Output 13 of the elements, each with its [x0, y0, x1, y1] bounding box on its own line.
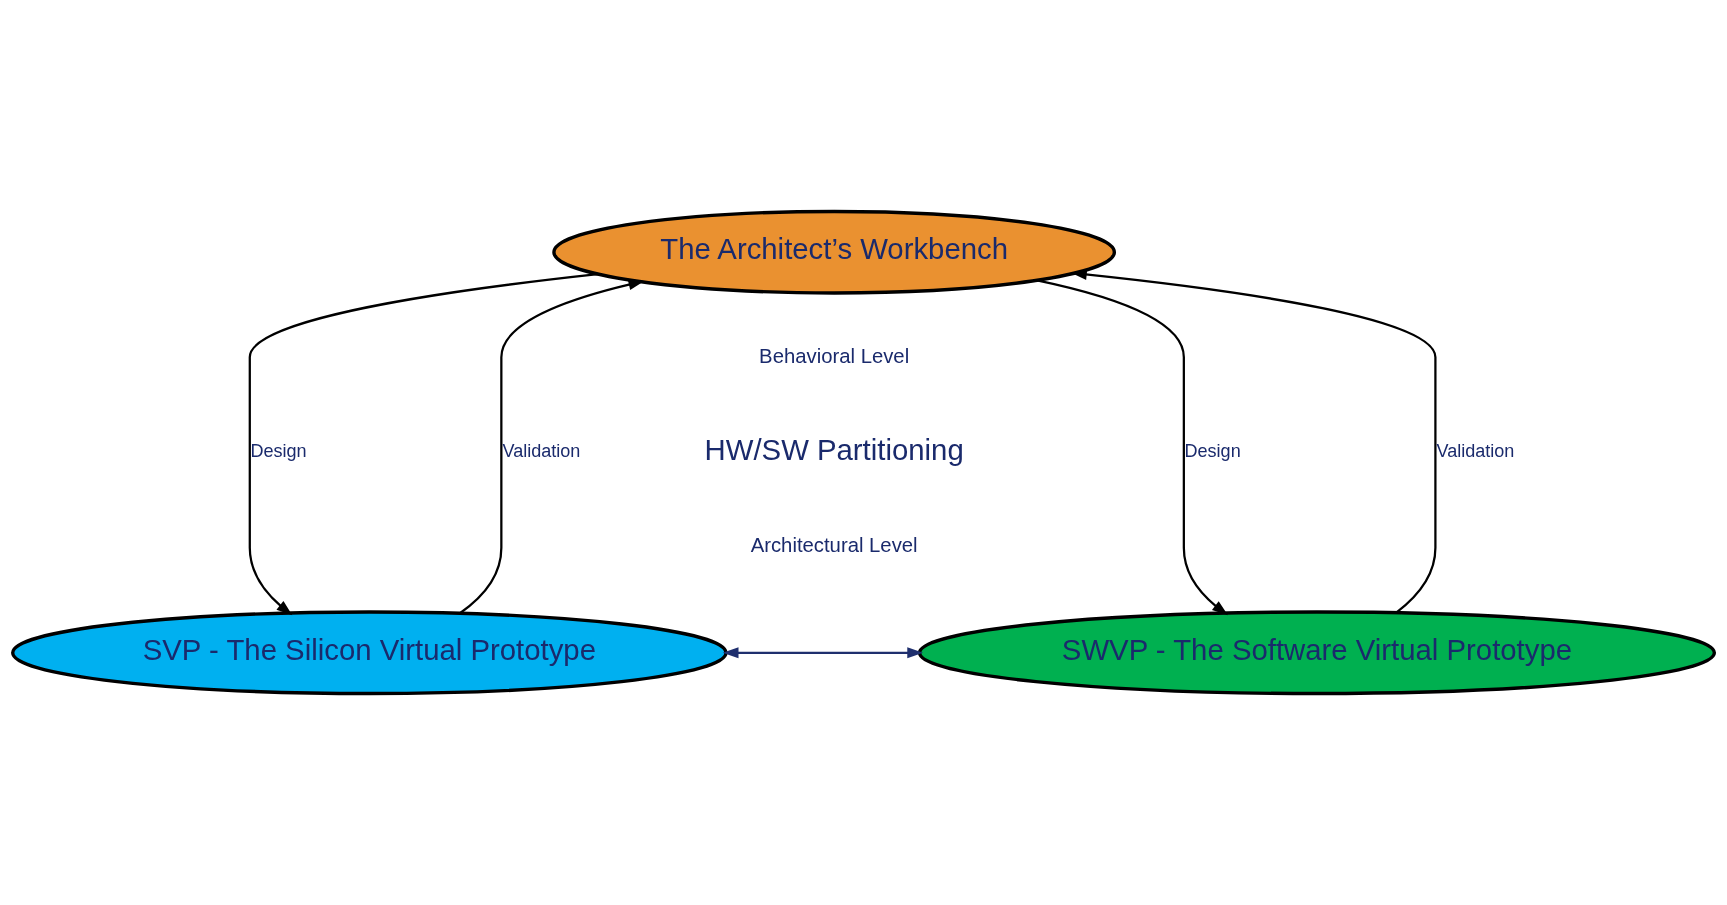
node-ellipse: SVP - The Silicon Virtual Prototype — [11, 610, 728, 696]
edge-label: Design — [250, 440, 307, 461]
label: Behavioral Level — [759, 345, 910, 368]
label: HW/SW Partitioning — [704, 432, 964, 466]
arrow — [248, 273, 598, 616]
edge-label: Validation — [502, 440, 581, 461]
arrow — [459, 279, 645, 615]
node-ellipse: The Architect’s Workbench — [552, 209, 1117, 295]
arrow — [722, 647, 924, 659]
label: Architectural Level — [750, 533, 918, 556]
node-ellipse: SWVP - The Software Virtual Prototype — [917, 610, 1717, 696]
edge-label: Design — [1184, 440, 1241, 461]
arrow — [1036, 279, 1228, 616]
